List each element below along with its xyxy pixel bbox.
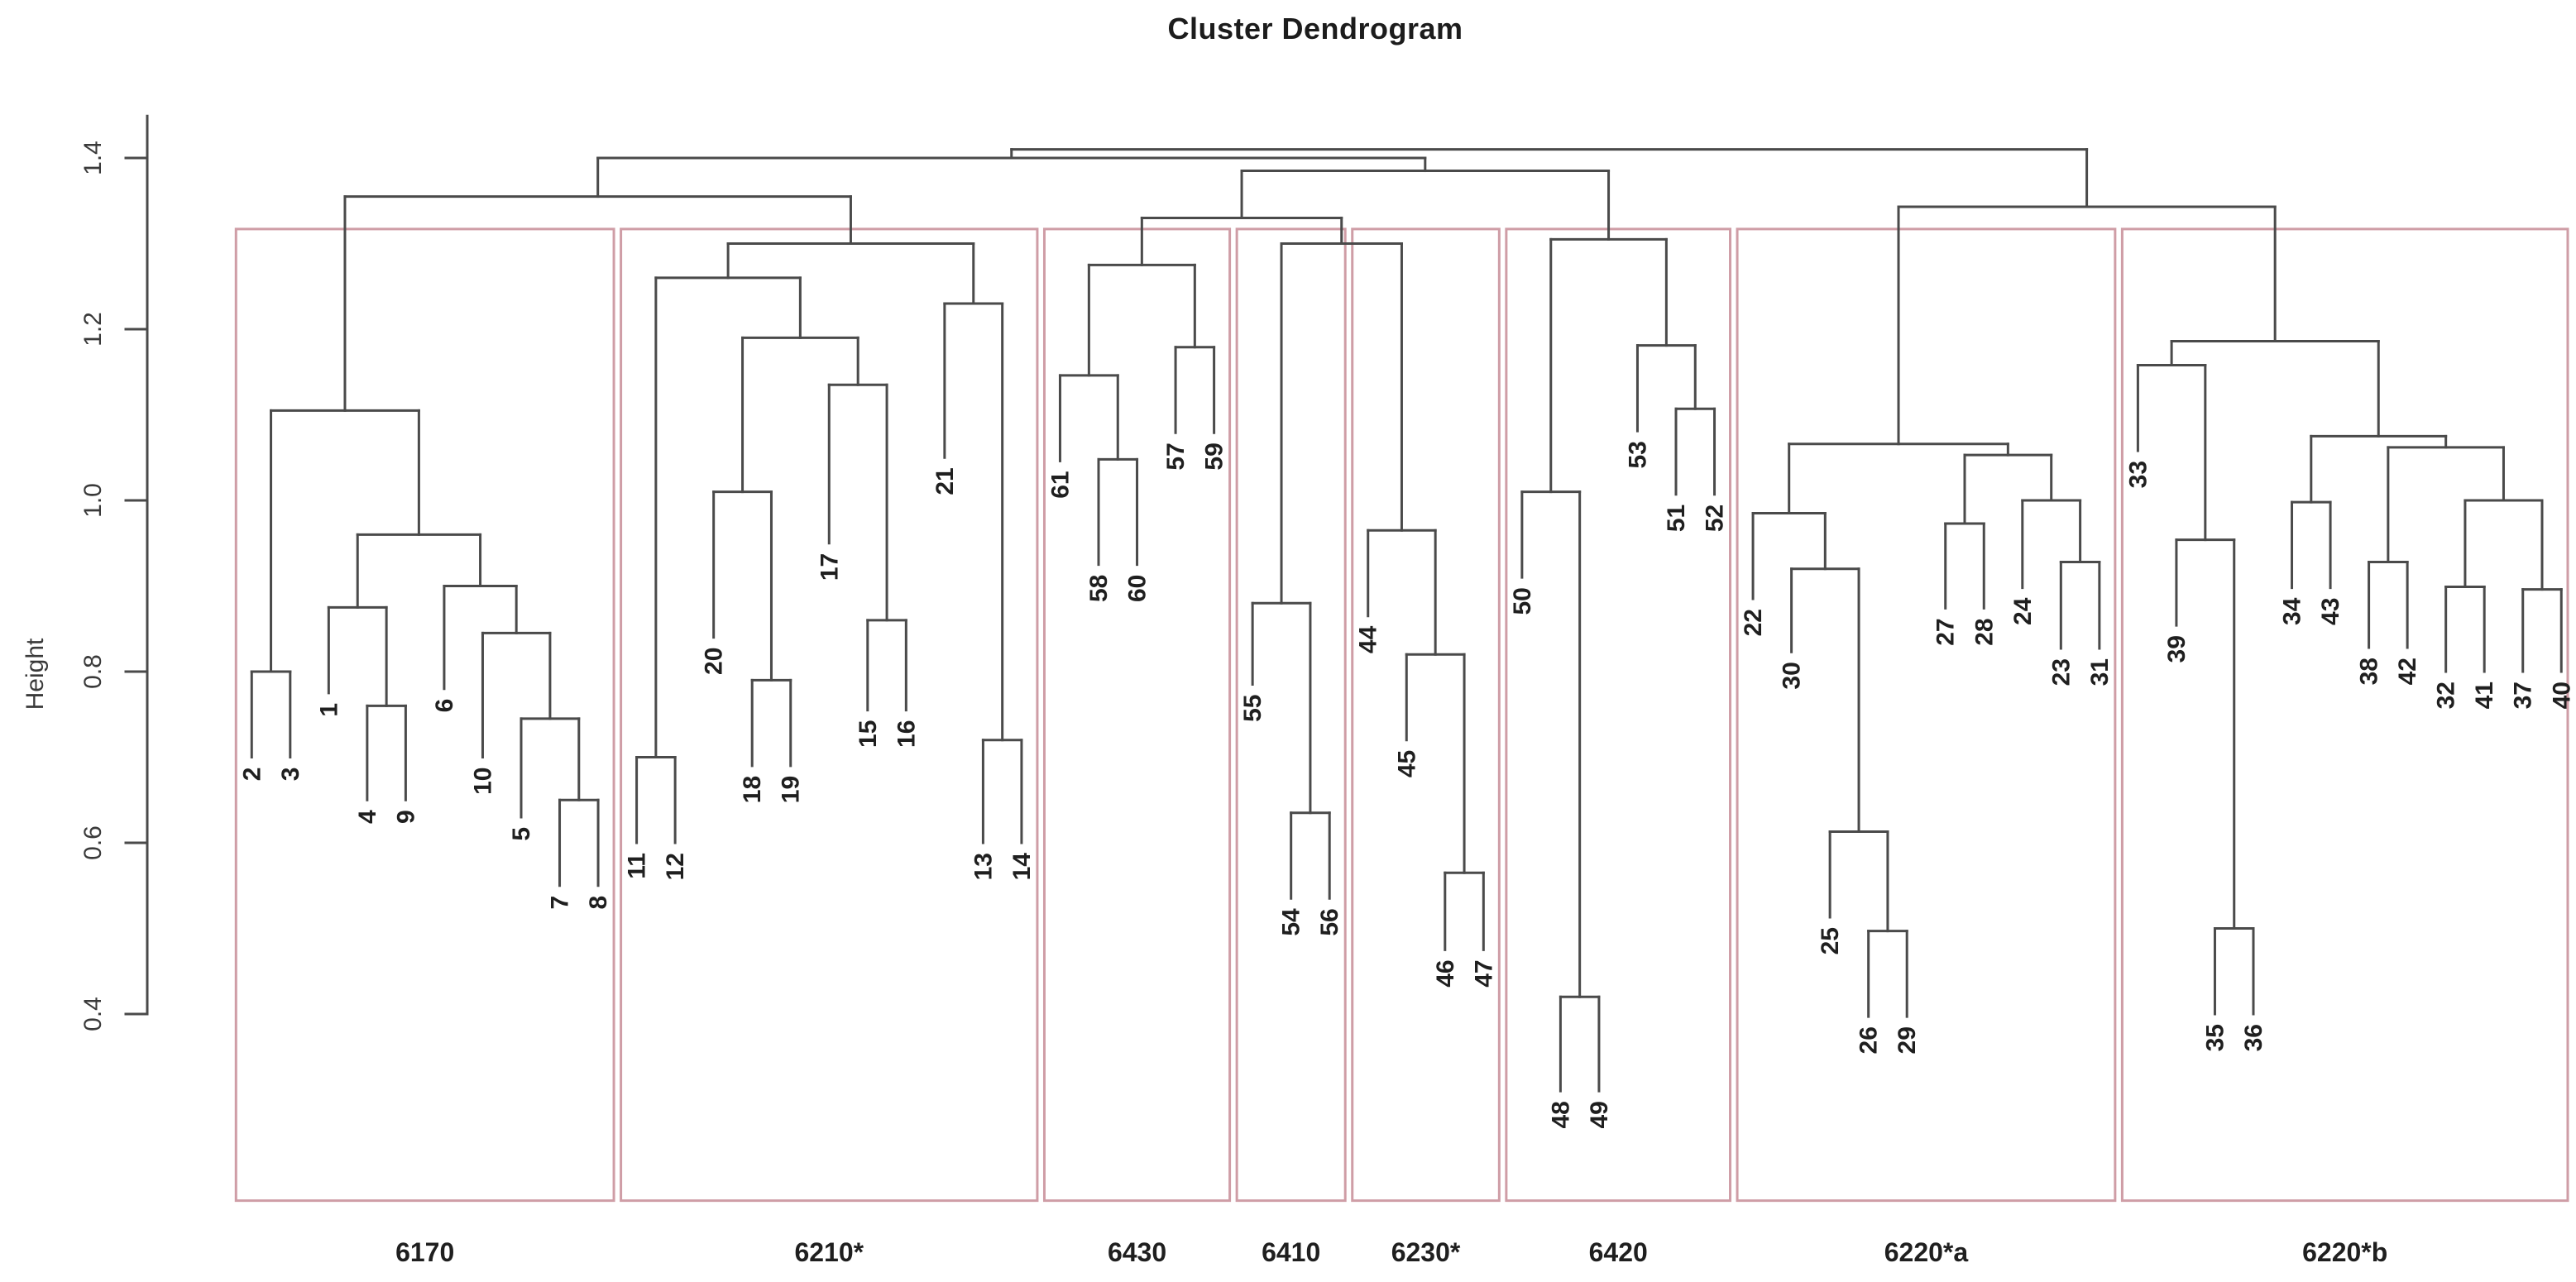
cluster-label-6210*: 6210*	[794, 1237, 864, 1267]
leaf-label-3: 3	[277, 768, 304, 782]
leaf-label-18: 18	[739, 776, 766, 803]
leaf-label-44: 44	[1355, 625, 1382, 653]
leaf-label-21: 21	[931, 467, 959, 495]
leaf-label-2: 2	[238, 768, 266, 782]
cluster-box-6420	[1505, 227, 1732, 1203]
leaf-label-47: 47	[1470, 959, 1497, 987]
leaf-label-28: 28	[1970, 618, 1998, 645]
leaf-label-53: 53	[1624, 441, 1651, 468]
cluster-label-6420: 6420	[1589, 1237, 1648, 1267]
leaf-label-42: 42	[2394, 658, 2421, 685]
leaf-label-14: 14	[1008, 853, 1036, 881]
cluster-label-6220*b: 6220*b	[2302, 1237, 2387, 1267]
leaf-label-31: 31	[2086, 658, 2114, 686]
leaf-label-30: 30	[1779, 662, 1806, 689]
cluster-label-6220*a: 6220*a	[1884, 1237, 1969, 1267]
leaf-label-23: 23	[2047, 658, 2075, 686]
leaf-label-15: 15	[855, 720, 882, 748]
y-tick-label-0.4: 0.4	[79, 997, 107, 1031]
leaf-label-61: 61	[1046, 471, 1074, 498]
cluster-box-6430	[1042, 227, 1232, 1203]
leaf-label-4: 4	[354, 810, 381, 824]
leaf-label-60: 60	[1124, 575, 1152, 602]
leaf-label-50: 50	[1509, 587, 1536, 615]
leaf-label-35: 35	[2201, 1024, 2229, 1051]
leaf-label-11: 11	[624, 853, 651, 879]
cluster-label-6410: 6410	[1262, 1237, 1320, 1267]
leaf-label-24: 24	[2009, 597, 2037, 625]
leaf-label-29: 29	[1894, 1026, 1921, 1054]
leaf-label-36: 36	[2240, 1024, 2267, 1051]
leaf-label-46: 46	[1432, 959, 1459, 987]
leaf-label-38: 38	[2356, 658, 2383, 685]
leaf-label-59: 59	[1201, 442, 1228, 470]
leaf-label-27: 27	[1932, 618, 1960, 645]
cluster-box-6230*	[1351, 227, 1501, 1203]
cluster-label-6430: 6430	[1108, 1237, 1166, 1267]
leaf-label-52: 52	[1702, 505, 1729, 532]
leaf-label-40: 40	[2548, 682, 2575, 709]
y-tick-label-0.6: 0.6	[79, 825, 107, 860]
leaf-label-1: 1	[315, 703, 342, 717]
leaf-label-7: 7	[547, 896, 574, 910]
cluster-label-6170: 6170	[395, 1237, 454, 1267]
leaf-label-25: 25	[1817, 927, 1844, 954]
leaf-label-54: 54	[1278, 908, 1305, 936]
leaf-label-16: 16	[893, 720, 920, 748]
leaf-label-39: 39	[2163, 635, 2191, 663]
leaf-label-8: 8	[585, 896, 612, 910]
leaf-label-37: 37	[2510, 682, 2537, 709]
leaf-label-32: 32	[2433, 682, 2460, 709]
y-axis-title: Height	[22, 638, 49, 710]
leaf-label-20: 20	[701, 648, 728, 675]
leaf-label-43: 43	[2317, 598, 2344, 625]
leaf-label-12: 12	[662, 853, 689, 880]
cluster-box-6220*b	[2120, 227, 2569, 1203]
leaf-label-55: 55	[1239, 695, 1266, 722]
y-tick-label-0.8: 0.8	[79, 654, 107, 689]
leaf-label-6: 6	[431, 699, 458, 713]
leaf-label-34: 34	[2279, 597, 2306, 625]
cluster-box-6220*a	[1736, 227, 2117, 1203]
cluster-label-6230*: 6230*	[1391, 1237, 1461, 1267]
leaf-label-58: 58	[1085, 575, 1113, 602]
leaf-label-49: 49	[1586, 1101, 1613, 1128]
leaf-label-17: 17	[816, 553, 843, 581]
leaf-label-26: 26	[1855, 1026, 1883, 1054]
leaf-label-13: 13	[970, 853, 997, 880]
leaf-label-41: 41	[2471, 682, 2498, 709]
y-tick-label-1.0: 1.0	[79, 483, 107, 518]
y-tick-label-1.4: 1.4	[79, 141, 107, 175]
cluster-box-6410	[1235, 227, 1347, 1203]
leaf-label-5: 5	[508, 827, 535, 841]
leaf-label-57: 57	[1162, 442, 1190, 470]
cluster-box-6210*	[620, 227, 1039, 1203]
leaf-label-33: 33	[2124, 461, 2152, 488]
leaf-label-10: 10	[469, 768, 496, 795]
leaf-label-51: 51	[1663, 505, 1690, 532]
leaf-label-9: 9	[392, 810, 419, 824]
chart-title: Cluster Dendrogram	[1167, 12, 1463, 45]
leaf-label-19: 19	[778, 776, 805, 803]
leaf-label-22: 22	[1740, 609, 1767, 636]
leaf-label-45: 45	[1393, 750, 1420, 777]
leaf-label-56: 56	[1316, 908, 1343, 935]
leaf-label-48: 48	[1547, 1101, 1574, 1128]
cluster-box-6170	[234, 227, 615, 1203]
y-tick-label-1.2: 1.2	[79, 312, 107, 347]
